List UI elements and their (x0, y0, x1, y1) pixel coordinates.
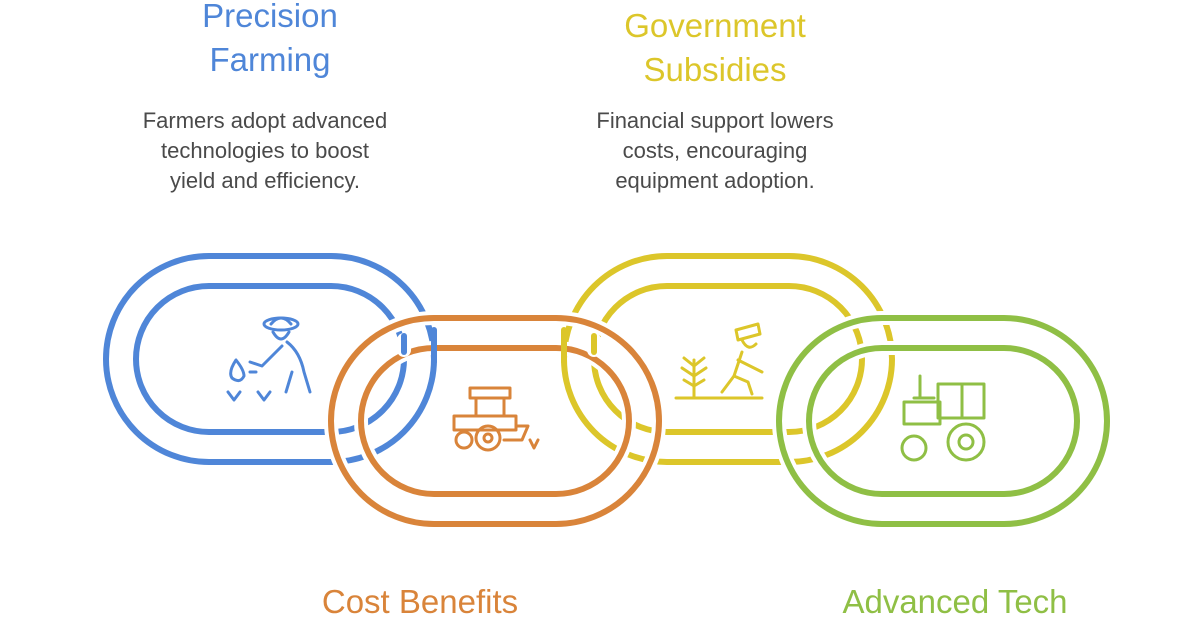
precision-farming-title: Precision Farming (202, 0, 338, 78)
green-chain-link (772, 311, 1114, 531)
government-subsidies-title: Government Subsidies (624, 7, 806, 88)
precision-farming-description: Farmers adopt advanced technologies to b… (142, 108, 388, 193)
farmer-crop-icon (674, 322, 764, 400)
tractor-icon (900, 374, 986, 462)
farmer-planting-icon (226, 316, 312, 402)
chain-diagram (103, 253, 1114, 531)
tractor-harvester-icon (452, 386, 540, 452)
government-subsidies-description: Financial support lowers costs, encourag… (596, 108, 834, 193)
orange-chain-link (324, 311, 666, 531)
